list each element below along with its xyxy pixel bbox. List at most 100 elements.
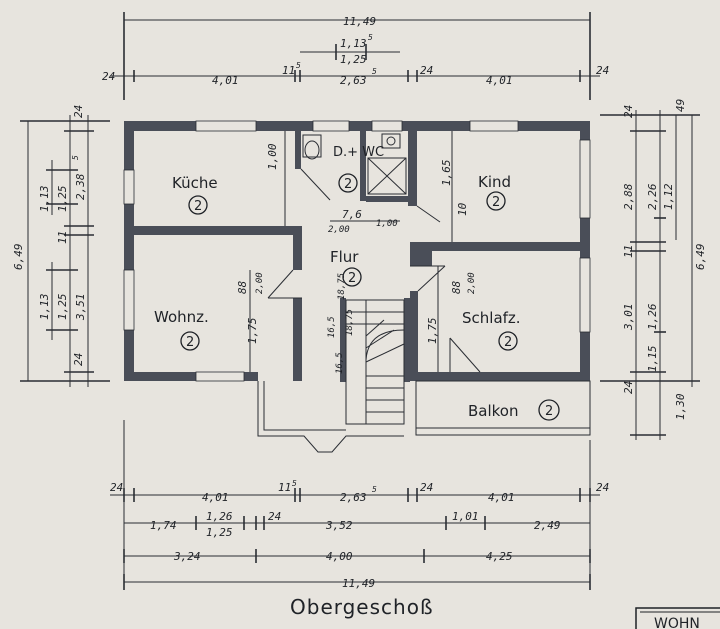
dim-int-10: 2,00 — [467, 272, 477, 294]
dim-int-8: 1,75 — [246, 318, 259, 345]
room-label-wohnz: Wohnz. — [154, 308, 209, 326]
dim-bot1-0: 24 — [110, 481, 123, 494]
room-num-wohnz: 2 — [186, 335, 194, 350]
right-dimensions: 6,49 24 49 2,88 2,26 1,12 11 3,01 1,26 1… — [622, 99, 707, 420]
dim-left-1: 1,13 — [38, 186, 51, 213]
room-labels: Küche 2 D.+ WC 2 Kind 2 Flur 2 Wohnz. 2 … — [154, 145, 560, 421]
dim-right-6: 3,01 — [622, 304, 635, 332]
top-dimensions: 11,49 1,13 5 1,25 24 4,01 11 5 2,63 5 24… — [102, 15, 609, 87]
dim-top-wc-2: 1,25 — [340, 53, 367, 66]
room-circle-wc — [338, 173, 358, 193]
dim-int-12: 16,5 — [335, 352, 345, 374]
dim-top-6: 24 — [596, 64, 609, 77]
dim-bot2-2: 1,25 — [206, 526, 233, 539]
room-circle-wohnz — [180, 331, 200, 351]
dim-bot1-5: 4,01 — [488, 491, 515, 504]
dim-right-4: 1,12 — [662, 183, 675, 210]
dim-int-7: 2,00 — [255, 272, 265, 294]
dim-int-13: 18,75 — [345, 309, 355, 336]
dim-bot1-4: 24 — [420, 481, 433, 494]
dim-top-3-sup: 5 — [372, 67, 377, 76]
dim-int-6: 88 — [236, 280, 249, 294]
dim-right-total: 6,49 — [694, 244, 707, 271]
title-block-text: WOHN — [654, 616, 700, 629]
dim-int-15: 18,75 — [337, 273, 347, 300]
dim-bot1-1: 4,01 — [202, 491, 229, 504]
room-num-kind: 2 — [492, 195, 500, 210]
room-label-balkon: Balkon — [468, 402, 519, 420]
dim-bot1-2-sup: 5 — [292, 479, 297, 488]
dim-right-9: 24 — [622, 381, 635, 394]
dim-int-5: 10 — [456, 202, 469, 216]
dim-int-2: 2,00 — [328, 225, 350, 235]
dim-bot2-3: 24 — [268, 510, 281, 523]
dim-right-10: 1,30 — [674, 393, 687, 420]
dim-bot1-6: 24 — [596, 481, 609, 494]
dim-top-1: 4,01 — [212, 74, 239, 87]
dim-bot2-6: 2,49 — [534, 519, 561, 532]
dim-right-2: 2,88 — [622, 183, 635, 210]
room-label-kind: Kind — [478, 173, 511, 191]
dim-left-3-sup: 5 — [71, 155, 80, 160]
dim-left-7: 3,51 — [74, 294, 87, 322]
dim-int-9: 88 — [450, 280, 463, 294]
room-circle-schlafz — [498, 331, 518, 351]
dim-int-14: 16,5 — [327, 316, 337, 338]
dim-int-11: 1,75 — [426, 318, 439, 345]
dim-right-8: 1,15 — [646, 346, 659, 373]
dim-int-1: 7,6 — [342, 208, 362, 221]
windows — [123, 120, 591, 382]
room-circle-flur — [342, 267, 362, 287]
dim-top-3: 2,63 — [340, 74, 367, 87]
dim-top-wc-1: 1,13 — [340, 37, 367, 50]
walls — [124, 121, 590, 382]
dim-bot3-2: 4,25 — [486, 550, 513, 563]
dim-int-0: 1,00 — [266, 143, 279, 170]
dim-top-2: 11 — [282, 64, 295, 77]
dim-int-3: 1,00 — [376, 219, 398, 229]
dim-right-5: 11 — [622, 245, 635, 258]
room-circle-kueche — [188, 195, 208, 215]
room-num-schlafz: 2 — [504, 335, 512, 350]
dim-left-total: 6,49 — [12, 244, 25, 271]
dim-bot1-3-sup: 5 — [372, 485, 377, 494]
room-circle-balkon — [538, 399, 560, 421]
room-num-balkon: 2 — [545, 404, 553, 419]
room-label-schlafz: Schlafz. — [462, 309, 521, 327]
dim-top-4: 24 — [420, 64, 433, 77]
dim-bot-total: 11,49 — [342, 577, 375, 590]
room-label-flur: Flur — [330, 248, 359, 266]
dim-right-3: 2,26 — [646, 183, 659, 210]
dim-left-5: 1,13 — [38, 294, 51, 321]
dim-bot3-1: 4,00 — [326, 550, 353, 563]
left-dimensions: 6,49 24 1,13 1,25 2,38 5 11 1,13 1,25 3,… — [12, 105, 87, 366]
dim-right-1: 49 — [674, 99, 687, 112]
dim-left-2: 1,25 — [56, 186, 69, 213]
dim-top-total: 11,49 — [343, 15, 376, 28]
room-num-wc: 2 — [344, 177, 352, 192]
dim-bot2-5: 1,01 — [452, 510, 479, 523]
dim-left-3: 2,38 — [74, 173, 87, 200]
dim-left-0: 24 — [72, 105, 85, 118]
interior-dimensions: 1,00 7,6 2,00 1,00 1,65 10 88 2,00 1,75 … — [236, 143, 477, 374]
dim-right-0: 24 — [622, 105, 635, 118]
dim-left-4: 11 — [56, 231, 69, 244]
dim-top-5: 4,01 — [486, 74, 513, 87]
room-label-kueche: Küche — [172, 174, 218, 192]
dim-left-8: 24 — [72, 353, 85, 366]
dim-left-6: 1,25 — [56, 294, 69, 321]
dim-bot1-2: 11 — [278, 481, 291, 494]
dim-top-wc-1-sup: 5 — [368, 33, 373, 42]
room-num-kueche: 2 — [194, 199, 202, 214]
dim-bot2-1: 1,26 — [206, 510, 233, 523]
fixtures — [257, 131, 591, 453]
dim-right-7: 1,26 — [646, 303, 659, 330]
room-label-wc: D.+ WC — [333, 145, 384, 160]
bottom-dimensions: 24 4,01 11 5 2,63 5 24 4,01 24 1,74 1,26… — [110, 479, 609, 590]
title-block: WOHN — [635, 607, 720, 629]
room-circle-kind — [486, 191, 506, 211]
dim-bot3-0: 3,24 — [173, 550, 201, 563]
plan-title: Obergeschoß — [290, 595, 434, 619]
dim-bot2-0: 1,74 — [150, 519, 177, 532]
